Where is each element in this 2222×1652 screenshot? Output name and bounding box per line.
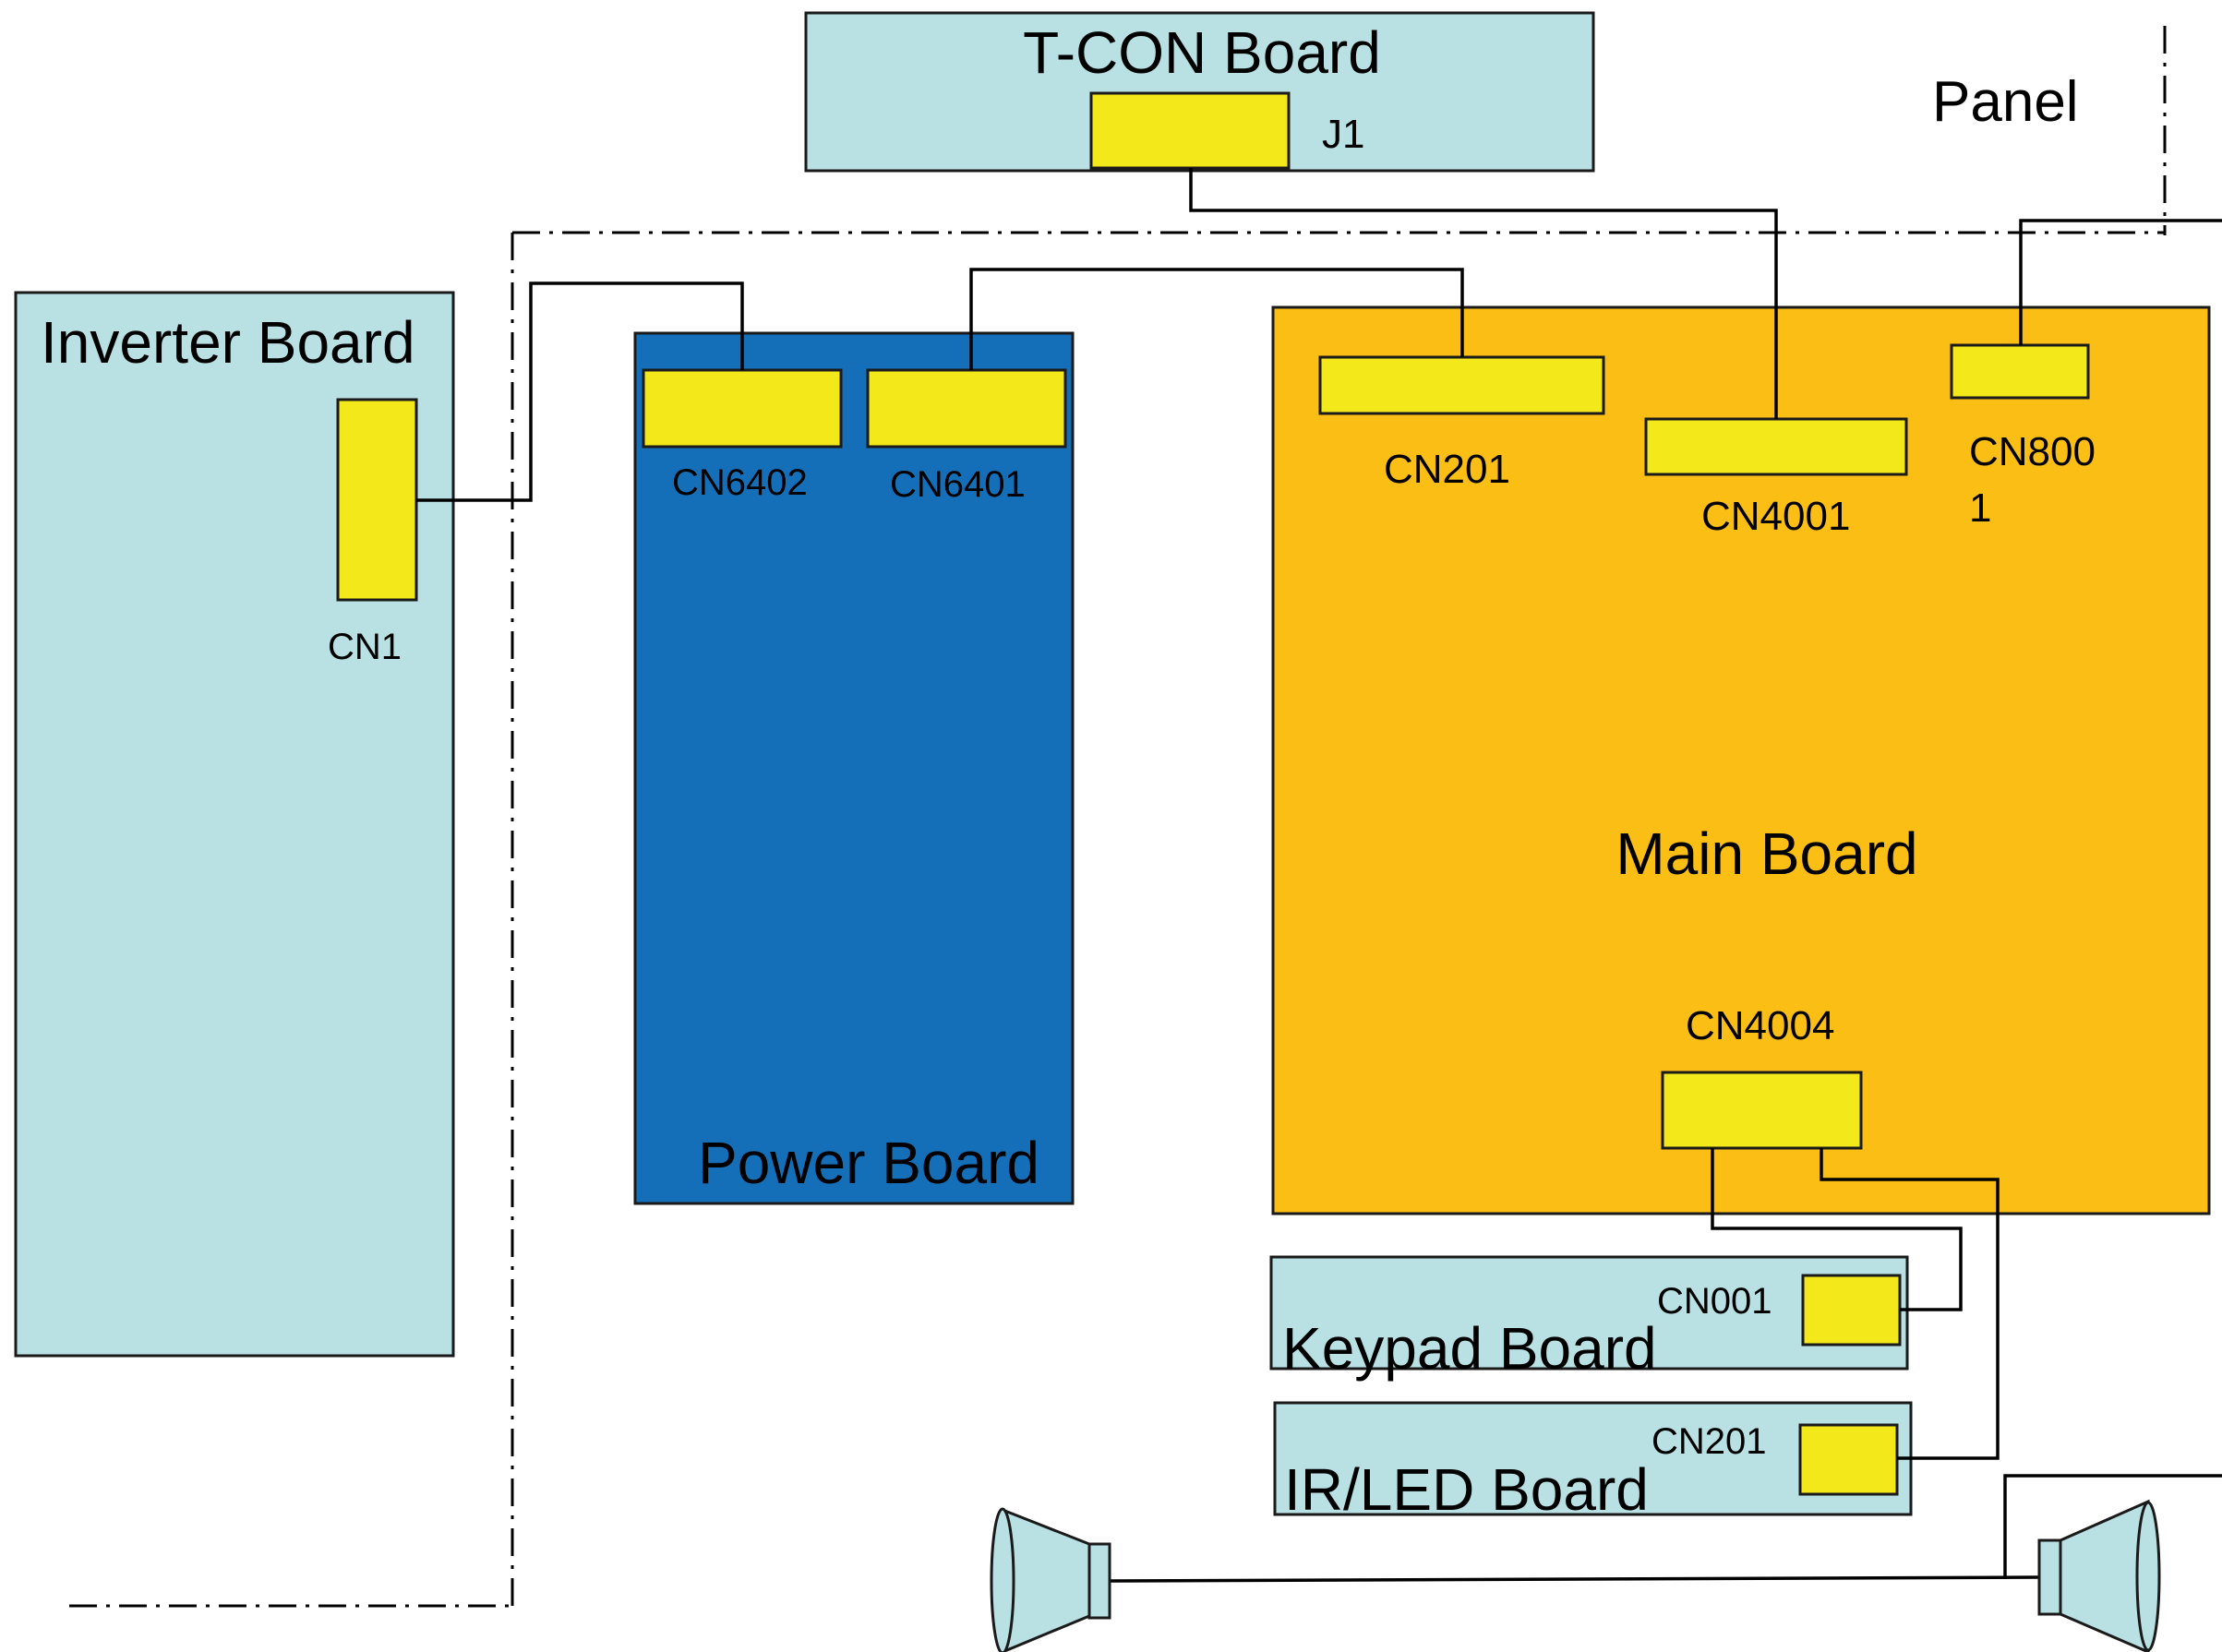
wire-panel-to-main bbox=[2019, 219, 2222, 345]
cn6401-label: CN6401 bbox=[890, 464, 1026, 505]
keypad-board-body bbox=[1269, 1255, 1909, 1371]
cn8001-label-line1: CN800 bbox=[1969, 429, 2096, 474]
tcon-board-title: T-CON Board bbox=[1023, 19, 1381, 86]
cn4001-label: CN4001 bbox=[1701, 494, 1850, 539]
cn4004-label: CN4004 bbox=[1686, 1003, 1834, 1048]
cn6402-label: CN6402 bbox=[672, 462, 808, 503]
wire-main-to-keypad bbox=[1711, 1148, 1963, 1311]
inverter-board[interactable]: Inverter Board CN1 bbox=[14, 291, 455, 1358]
cn201-main-connector[interactable] bbox=[1318, 355, 1605, 415]
wire-speakers bbox=[1109, 1575, 2040, 1583]
cn6401-connector[interactable] bbox=[866, 368, 1067, 449]
inverter-board-title: Inverter Board bbox=[41, 309, 415, 376]
panel-label: Panel bbox=[1932, 70, 2079, 134]
wire-speaker-branch bbox=[2003, 1474, 2222, 1579]
irled-cn201-label: CN201 bbox=[1651, 1421, 1767, 1462]
cn8001-connector[interactable] bbox=[1950, 343, 2090, 400]
j1-label: J1 bbox=[1322, 112, 1364, 157]
wire-main-to-irled bbox=[1820, 1148, 2000, 1460]
panel-boundary bbox=[69, 26, 2167, 1608]
wire-power-to-main bbox=[969, 268, 1464, 370]
power-board[interactable]: Power Board CN6402 CN6401 bbox=[633, 331, 1075, 1205]
irled-cn201-connector[interactable] bbox=[1798, 1423, 1899, 1496]
irled-board[interactable]: IR/LED Board CN201 bbox=[1273, 1401, 1913, 1523]
power-board-body bbox=[633, 331, 1075, 1205]
wire-tcon-to-main bbox=[1189, 168, 1778, 419]
tcon-board[interactable]: T-CON Board J1 bbox=[804, 11, 1595, 173]
power-board-title: Power Board bbox=[698, 1130, 1039, 1196]
j1-connector[interactable] bbox=[1089, 91, 1291, 170]
cn8001-label-line2: 1 bbox=[1969, 485, 1991, 531]
left-speaker-icon bbox=[990, 1507, 1111, 1652]
cn1-label: CN1 bbox=[328, 627, 402, 667]
wire-inverter-to-power bbox=[416, 281, 744, 502]
cn4004-connector[interactable] bbox=[1661, 1071, 1863, 1150]
keypad-board[interactable]: Keypad Board CN001 bbox=[1269, 1255, 1909, 1382]
main-board-title: Main Board bbox=[1615, 820, 1917, 887]
main-board[interactable]: Main Board CN201 CN4001 CN800 1 CN4004 bbox=[1271, 305, 2211, 1215]
cn6402-connector[interactable] bbox=[642, 368, 843, 449]
keypad-board-title: Keypad Board bbox=[1282, 1315, 1657, 1382]
irled-board-title: IR/LED Board bbox=[1284, 1456, 1649, 1523]
cn1-connector[interactable] bbox=[336, 398, 418, 602]
cn001-label: CN001 bbox=[1657, 1281, 1772, 1322]
cn201-main-label: CN201 bbox=[1384, 447, 1510, 492]
cn4001-connector[interactable] bbox=[1644, 417, 1908, 476]
cn001-connector[interactable] bbox=[1801, 1274, 1902, 1347]
right-speaker-icon bbox=[2037, 1499, 2161, 1652]
wiring bbox=[416, 168, 2222, 1583]
